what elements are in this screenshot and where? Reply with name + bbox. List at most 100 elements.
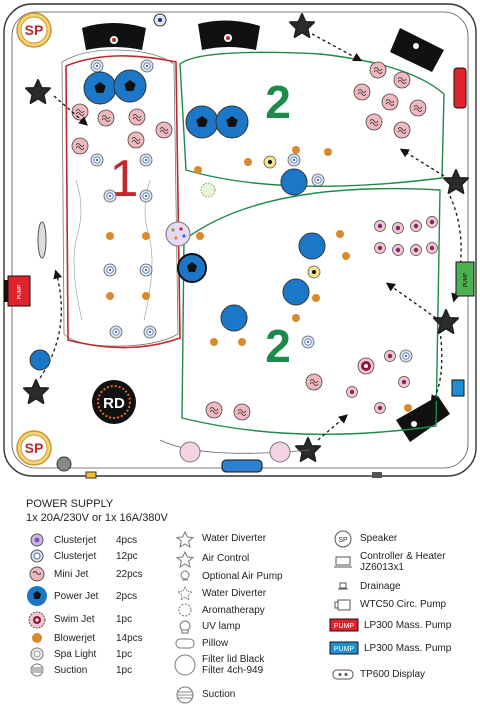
center-components bbox=[165, 221, 207, 283]
star-icon bbox=[174, 530, 196, 549]
legend-label: Spa Light bbox=[54, 648, 97, 660]
legend-label: Suction bbox=[54, 664, 88, 676]
legend-label: Swim Jet bbox=[54, 613, 95, 625]
tp600-display-icon bbox=[221, 459, 263, 473]
legend-item-clusterjet-large: Clusterjet 4pcs bbox=[26, 532, 137, 548]
legend-label: LP300 Mass. Pump bbox=[364, 619, 452, 631]
legend-item-blowerjet: Blowerjet 14pcs bbox=[26, 630, 143, 646]
legend-item-pillow: Pillow bbox=[174, 635, 228, 651]
blowerjet-icon bbox=[26, 630, 48, 646]
legend-qty: 12pc bbox=[116, 550, 138, 562]
legend-item-water-diverter: Water Diverter bbox=[174, 530, 266, 549]
legend-label: Power Jet bbox=[54, 590, 99, 602]
speaker-bottom-icon: SP bbox=[16, 430, 52, 466]
pillow-top-left bbox=[82, 23, 146, 50]
rd-filter-icon: RD bbox=[92, 380, 136, 424]
spa-outer-shell bbox=[3, 3, 477, 477]
legend-item-aromatherapy: Aromatherapy bbox=[174, 602, 265, 618]
legend-label: Clusterjet bbox=[54, 534, 97, 546]
mass-pump-red-icon: PUMP bbox=[4, 275, 31, 307]
flower-icon bbox=[174, 602, 196, 618]
speaker-icon: SP bbox=[332, 530, 354, 548]
left-blue-jet bbox=[29, 349, 51, 371]
zone-1-outline bbox=[65, 55, 181, 349]
legend-label: Optional Air Pump bbox=[202, 570, 283, 582]
suction-icon bbox=[174, 686, 196, 704]
speaker-top-icon: SP bbox=[16, 12, 52, 48]
display-icon bbox=[332, 666, 354, 682]
legend-item-mass-pump-blue: PUMP LP300 Mass. Pump bbox=[328, 640, 451, 656]
legend-label: Aromatherapy bbox=[202, 604, 265, 616]
power-jet-icon bbox=[26, 586, 48, 606]
legend-item-optional-air-pump: Optional Air Pump bbox=[174, 568, 283, 584]
svg-text:PUMP: PUMP bbox=[334, 623, 355, 630]
legend-item-suction-2: Suction bbox=[174, 686, 236, 704]
legend-label: TP600 Display bbox=[360, 668, 426, 680]
right-red-pump-icon bbox=[453, 67, 467, 109]
legend-item-mass-pump-red: PUMP LP300 Mass. Pump bbox=[328, 617, 451, 633]
legend-item-spa-light: Spa Light 1pc bbox=[26, 646, 132, 662]
legend-label: Controller & Heater bbox=[360, 551, 446, 562]
legend-label: Speaker bbox=[360, 532, 398, 544]
legend-label: Suction bbox=[202, 688, 236, 700]
air-control-lines bbox=[39, 33, 462, 441]
legend-label: Pillow bbox=[202, 637, 229, 649]
legend-item-water-diverter-2: Water Diverter bbox=[174, 585, 266, 602]
legend-label: UV lamp bbox=[202, 620, 241, 632]
legend-qty: 4pcs bbox=[116, 534, 138, 546]
legend-label: Filter 4ch-949 bbox=[202, 665, 264, 676]
legend-item-circ-pump: WTC50 Circ. Pump bbox=[332, 596, 446, 612]
zone-2-top-outline bbox=[179, 51, 445, 188]
legend-qty: 1pc bbox=[116, 613, 133, 625]
legend-item-power-jet: Power Jet 2pcs bbox=[26, 586, 137, 606]
zone-2-top-jets bbox=[185, 61, 427, 198]
legend-label: JZ6013x1 bbox=[360, 562, 404, 573]
svg-text:SP: SP bbox=[25, 440, 44, 456]
clusterjet-small-icon bbox=[26, 548, 48, 564]
spa-layout-diagram: SP SP 1 2 2 bbox=[3, 3, 477, 479]
zone-2-top-label: 2 bbox=[265, 76, 291, 128]
legend-item-mini-jet: Mini Jet 22pcs bbox=[26, 566, 143, 582]
zone-2-bottom-outline bbox=[181, 187, 441, 436]
spa-light-icon bbox=[165, 221, 191, 247]
zone-2-bottom-jets bbox=[205, 216, 438, 421]
drainage-icon bbox=[332, 578, 354, 594]
legend-qty: 14pcs bbox=[116, 632, 143, 644]
pillow-icon bbox=[174, 635, 196, 651]
circ-pump-icon bbox=[332, 596, 354, 612]
legend-qty: 1pc bbox=[116, 648, 133, 660]
legend-label: WTC50 Circ. Pump bbox=[360, 598, 447, 610]
power-supply-title: POWER SUPPLY bbox=[26, 498, 114, 510]
mass-pump-red-icon: PUMP bbox=[328, 617, 360, 633]
power-supply-spec: 1x 20A/230V or 1x 16A/380V bbox=[26, 512, 168, 524]
legend-item-swim-jet: Swim Jet 1pc bbox=[26, 611, 132, 629]
svg-text:PUMP: PUMP bbox=[463, 272, 469, 287]
legend-label: Mini Jet bbox=[54, 568, 89, 580]
legend-item-uv-lamp: UV lamp bbox=[174, 618, 240, 634]
bottom-strip bbox=[56, 439, 382, 479]
svg-text:PUMP: PUMP bbox=[334, 646, 355, 653]
clusterjet-large-icon bbox=[26, 532, 48, 548]
air-pump-icon bbox=[174, 568, 196, 584]
legend-qty: 22pcs bbox=[116, 568, 143, 580]
uv-lamp-icon bbox=[37, 221, 47, 259]
star-icon bbox=[174, 550, 196, 569]
controller-icon bbox=[332, 554, 354, 570]
legend-label: LP300 Mass. Pump bbox=[364, 642, 452, 654]
mass-pump-blue-icon: PUMP bbox=[328, 640, 360, 656]
pillow-top-middle bbox=[198, 20, 260, 50]
legend: POWER SUPPLY 1x 20A/230V or 1x 16A/380V … bbox=[0, 480, 480, 710]
svg-text:SP: SP bbox=[338, 537, 348, 544]
legend-qty: 2pcs bbox=[116, 590, 138, 602]
uv-lamp-icon bbox=[174, 618, 196, 634]
legend-item-speaker: SP Speaker bbox=[332, 530, 398, 548]
legend-label: Blowerjet bbox=[54, 632, 96, 644]
legend-label: Filter lid Black bbox=[202, 654, 265, 665]
zone-2-bottom-label: 2 bbox=[265, 320, 291, 372]
legend-item-air-control: Air Control bbox=[174, 550, 250, 569]
legend-label: Air Control bbox=[202, 552, 250, 564]
filter-icon bbox=[174, 653, 196, 677]
aromatherapy-icon bbox=[200, 182, 216, 198]
